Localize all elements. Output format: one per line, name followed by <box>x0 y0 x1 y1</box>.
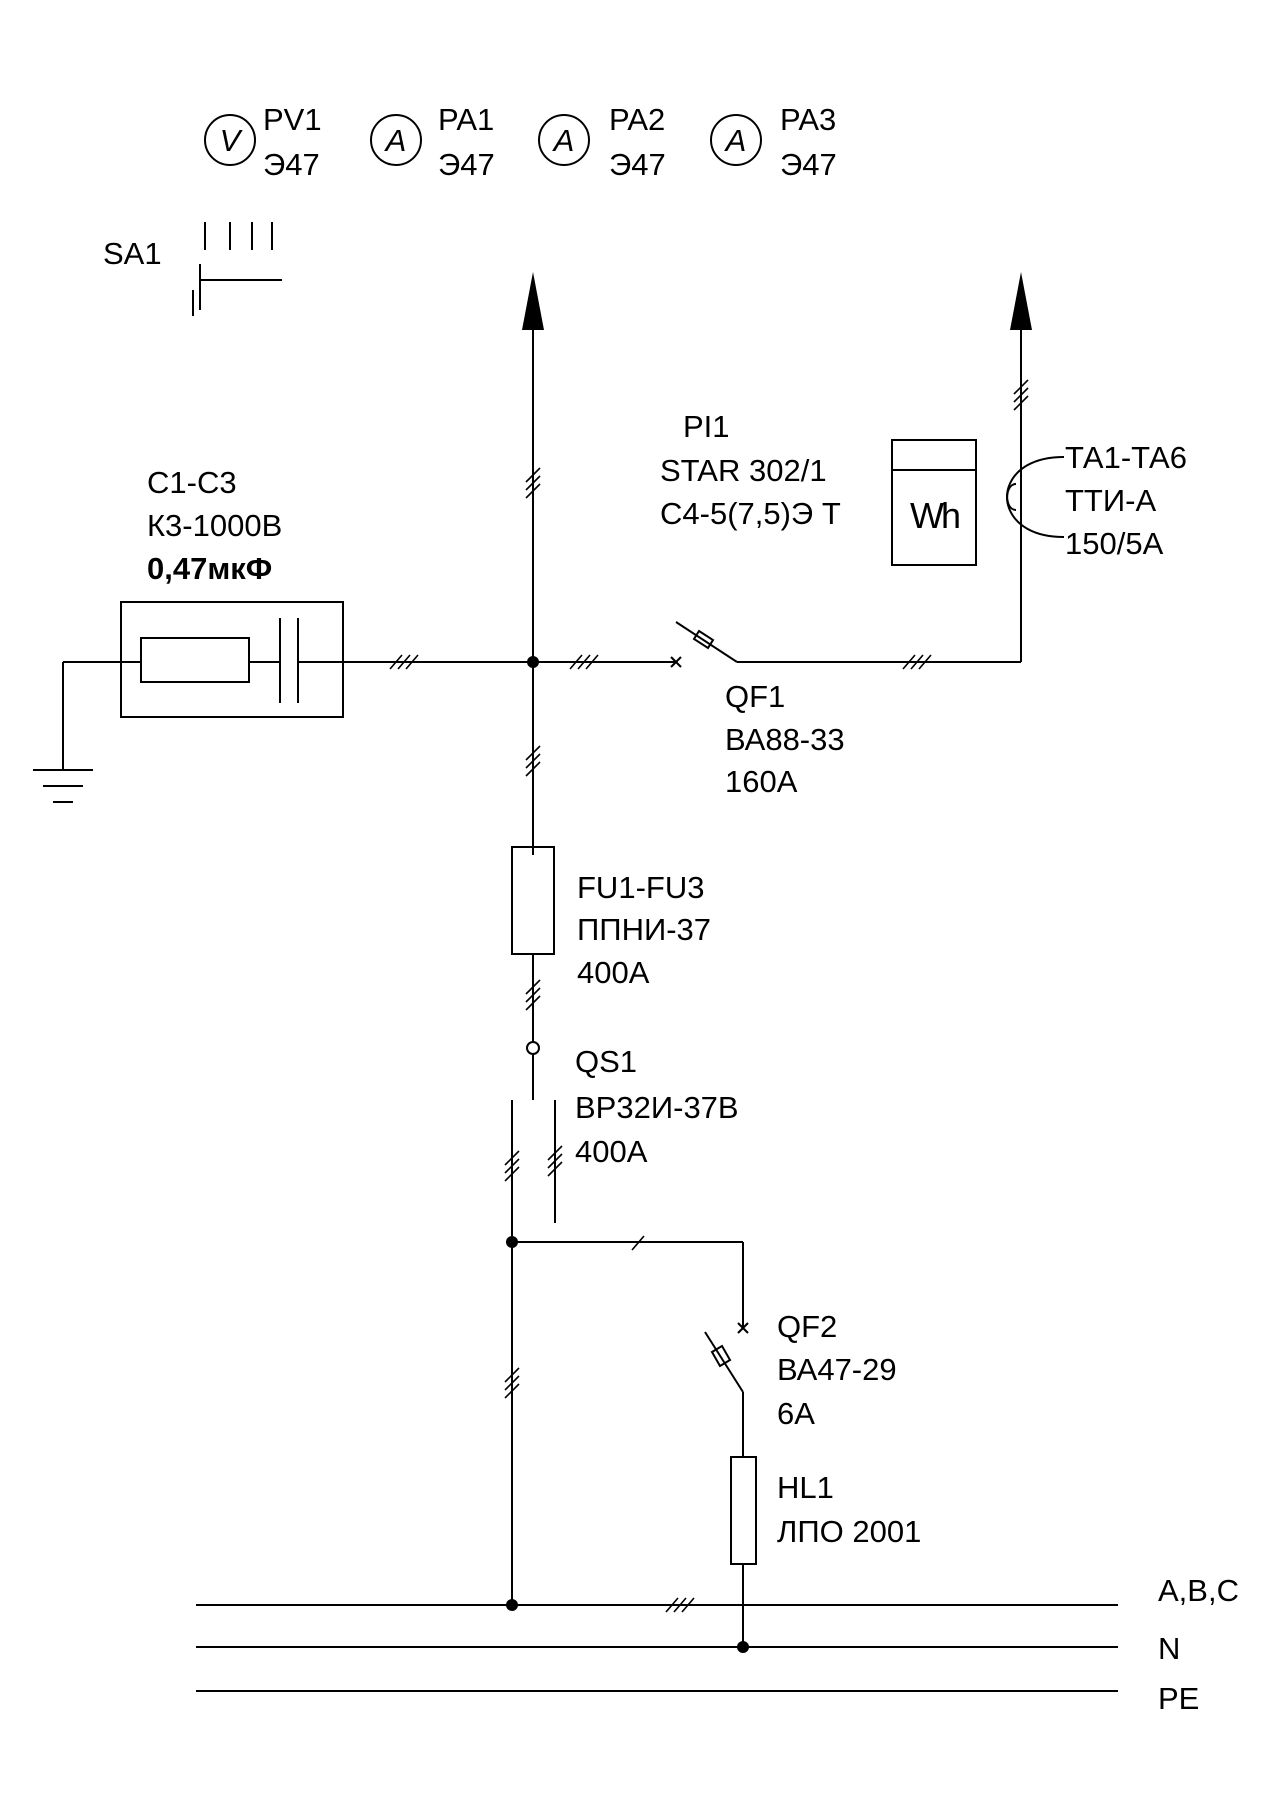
three-phase-mark-icon <box>569 654 599 670</box>
hl1-type: ЛПО 2001 <box>777 1514 921 1549</box>
pa2-label: PA2 <box>609 102 665 137</box>
ammeter-pa2: A PA2 Э47 <box>538 102 666 182</box>
qf1-label: QF1 <box>725 679 785 714</box>
junction-node <box>506 1599 518 1611</box>
pa3-label: PA3 <box>780 102 836 137</box>
three-phase-mark-icon <box>525 745 541 777</box>
qs1-type: ВР32И-37В <box>575 1090 739 1125</box>
lamp-hl1-icon <box>730 1456 757 1565</box>
ammeter-pa3: A PA3 Э47 <box>710 102 837 182</box>
bus-abc: А,В,С <box>196 1573 1239 1613</box>
svg-text:A: A <box>724 123 747 158</box>
three-phase-mark-icon <box>665 1597 695 1613</box>
bus-pe: PE <box>196 1681 1199 1716</box>
qf1-branch: QF1 ВА88-33 160А <box>533 272 1032 799</box>
pa3-type: Э47 <box>780 147 837 182</box>
bus-pe-label: PE <box>1158 1681 1199 1716</box>
svg-text:V: V <box>220 123 244 158</box>
three-phase-mark-icon <box>525 467 541 499</box>
pi1-model: STAR 302/1 <box>660 453 827 488</box>
capacitor-label: C1-C3 <box>147 465 237 500</box>
ground-icon <box>33 769 93 803</box>
qs1-rating: 400А <box>575 1134 648 1169</box>
bus-n-label: N <box>1158 1631 1180 1666</box>
pa1-type: Э47 <box>438 147 495 182</box>
qs1-label: QS1 <box>575 1044 637 1079</box>
arrow-up-icon <box>1010 272 1032 330</box>
qf2-rating: 6А <box>777 1396 815 1431</box>
pv1-type: Э47 <box>263 147 320 182</box>
three-phase-mark-icon <box>902 654 932 670</box>
three-phase-mark-icon <box>504 1367 520 1399</box>
hl1-label: HL1 <box>777 1470 834 1505</box>
capacitor-bank: C1-C3 К3-1000В 0,47мкФ <box>62 465 533 770</box>
current-transformer-ta: ТА1-ТА6 ТТИ-А 150/5А <box>1006 440 1187 561</box>
svg-text:A: A <box>552 123 575 158</box>
qf2-label: QF2 <box>777 1309 837 1344</box>
three-phase-mark-icon <box>525 979 541 1011</box>
svg-text:A: A <box>384 123 407 158</box>
three-phase-mark-icon <box>1013 379 1029 411</box>
three-phase-mark-icon <box>389 654 419 670</box>
bus-n: N <box>196 1631 1180 1666</box>
pv1-label: PV1 <box>263 102 322 137</box>
fu-rating: 400А <box>577 955 650 990</box>
arrow-up-icon <box>522 272 544 330</box>
pi1-spec: С4-5(7,5)Э Т <box>660 496 841 531</box>
capacitor-type: К3-1000В <box>147 508 282 543</box>
signal-branch: QF2 ВА47-29 6А HL1 ЛПО 2001 <box>512 1235 921 1653</box>
ta-type: ТТИ-А <box>1065 483 1156 518</box>
fu-label: FU1-FU3 <box>577 870 704 905</box>
main-feeder-lower <box>504 1236 520 1605</box>
three-phase-mark-icon <box>547 1145 563 1177</box>
wh-icon: Wh <box>910 495 959 536</box>
pa1-label: PA1 <box>438 102 494 137</box>
qf1-rating: 160А <box>725 764 798 799</box>
qf2-type: ВА47-29 <box>777 1352 897 1387</box>
single-phase-mark-icon <box>631 1235 645 1251</box>
ta-label: ТА1-ТА6 <box>1065 440 1187 475</box>
breaker-qf1-icon <box>675 621 738 663</box>
pi1-label: PI1 <box>683 409 730 444</box>
fu-type: ППНИ-37 <box>577 912 711 947</box>
disconnector-qs1: QS1 ВР32И-37В 400А <box>504 1041 739 1242</box>
sa1-label: SA1 <box>103 236 162 271</box>
breaker-qf2-icon <box>704 1331 744 1393</box>
main-feeder-upper <box>522 272 544 855</box>
breaker-contact-icon <box>670 656 682 668</box>
breaker-contact-icon <box>737 1322 749 1334</box>
ammeter-pa1: A PA1 Э47 <box>370 102 495 182</box>
switch-sa1: SA1 <box>103 222 282 316</box>
capacitor-value: 0,47мкФ <box>147 551 272 586</box>
bus-abc-label: А,В,С <box>1158 1573 1239 1608</box>
pa2-type: Э47 <box>609 147 666 182</box>
fuses-fu: FU1-FU3 ППНИ-37 400А <box>511 846 711 1042</box>
qf1-type: ВА88-33 <box>725 722 845 757</box>
contact-icon <box>526 1041 540 1055</box>
three-phase-mark-icon <box>504 1150 520 1182</box>
voltmeter-pv1: V PV1 Э47 <box>204 102 322 182</box>
energy-meter-pi1: PI1 STAR 302/1 С4-5(7,5)Э Т Wh <box>660 409 977 566</box>
ta-ratio: 150/5А <box>1065 526 1164 561</box>
